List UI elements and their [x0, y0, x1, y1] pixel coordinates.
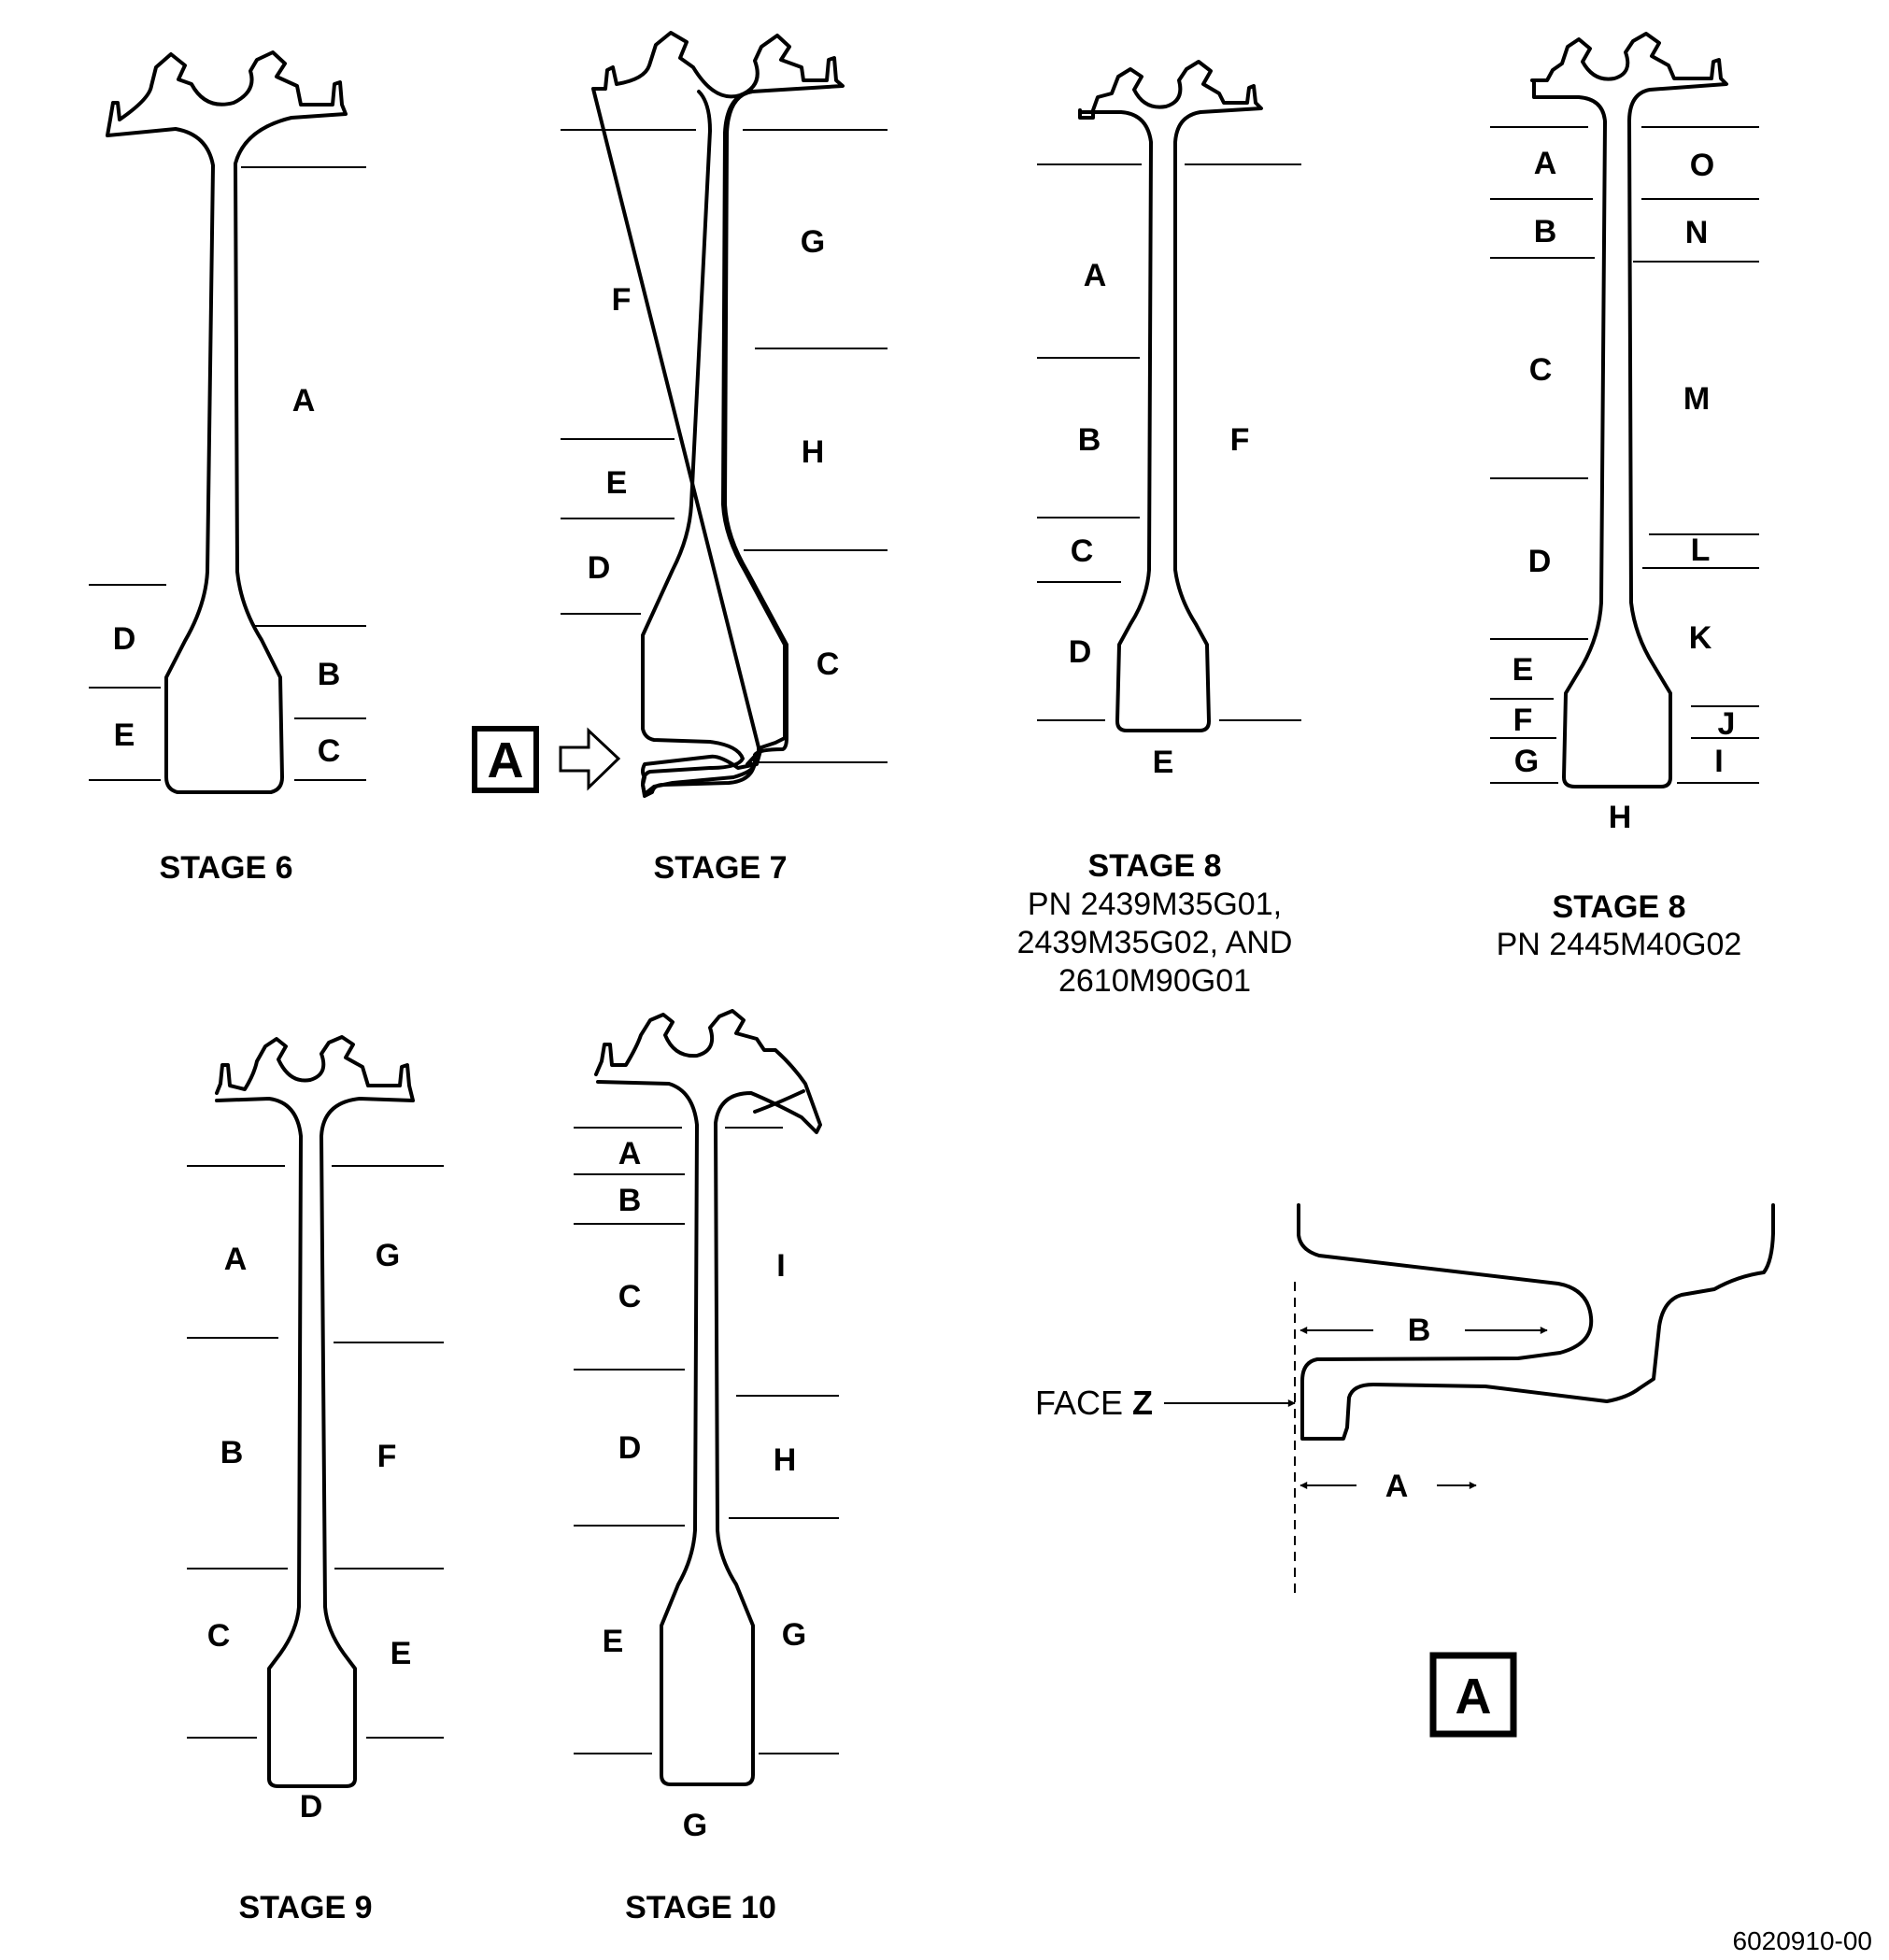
- stage-8b-zone-label: G: [1514, 744, 1539, 779]
- stage-8a-disk-outline: [1078, 60, 1263, 732]
- stage-6-zone-label: E: [114, 717, 135, 753]
- stage-9-zone-label: F: [377, 1439, 397, 1474]
- stage-9-figure: A G B F C E D STAGE 9: [187, 1035, 444, 1925]
- face-z-label: FACE Z: [1035, 1384, 1153, 1422]
- stage-8b-zone-label: D: [1528, 544, 1552, 579]
- stage-10-zone-label: A: [618, 1136, 642, 1172]
- stage-8b-title: STAGE 8: [1553, 889, 1686, 925]
- detail-callout-arrow: [559, 727, 621, 791]
- stage-8b-zone-label: A: [1534, 146, 1557, 181]
- stage-10-zone-label: H: [774, 1442, 797, 1478]
- detail-a-outline: [1297, 1203, 1775, 1441]
- figure-number: 6020910-00: [1733, 1926, 1872, 1955]
- stage-7-zone-label: F: [612, 282, 632, 318]
- stage-9-zone-label: A: [224, 1242, 248, 1277]
- stage-8a-zone-label: E: [1153, 745, 1174, 780]
- stage-10-zone-label: E: [603, 1624, 624, 1659]
- detail-callout-box: [472, 726, 539, 793]
- stage-6-disk-outline: [106, 50, 348, 794]
- stage-7-title: STAGE 7: [654, 850, 788, 886]
- stage-6-zone-label: D: [113, 621, 136, 657]
- stage-8b-figure: A O B N C M D L K E F J G I H STAGE 8 PN…: [1490, 32, 1759, 962]
- face-label-text: FACE: [1035, 1384, 1123, 1422]
- stage-8b-zone-label: M: [1683, 381, 1710, 417]
- stage-6-figure: A D B E C STAGE 6: [89, 50, 366, 886]
- stage-8a-zone-label: F: [1230, 422, 1250, 458]
- detail-a-box: [1429, 1652, 1517, 1738]
- stage-6-title: STAGE 6: [160, 850, 293, 886]
- stage-8a-zone-label: B: [1078, 422, 1101, 458]
- stage-7-zone-label: G: [801, 224, 825, 260]
- stage-10-title: STAGE 10: [625, 1890, 776, 1925]
- stage-8b-zone-label: O: [1690, 148, 1714, 183]
- stage-8b-zone-label: I: [1714, 744, 1723, 779]
- dimension-b-label: B: [1408, 1313, 1431, 1348]
- stage-10-disk-outline: [594, 1009, 822, 1786]
- stage-8a-zone-label: D: [1069, 634, 1092, 670]
- stage-9-zone-label: C: [207, 1618, 231, 1654]
- detail-a-figure: B A FACE Z A: [1035, 1203, 1775, 1738]
- stage-9-zone-label: D: [300, 1789, 323, 1825]
- stage-9-disk-outline: [215, 1035, 415, 1788]
- stage-8b-zone-label: K: [1689, 620, 1712, 656]
- face-letter-text: Z: [1132, 1384, 1153, 1422]
- detail-a-box-label: A: [1456, 1669, 1492, 1725]
- stage-10-figure: A B C I D H E G G STAGE 10: [574, 1009, 839, 1925]
- stage-8a-zone-label: A: [1084, 258, 1107, 293]
- stage-7-disk-body: [641, 90, 788, 798]
- stage-8a-zone-label: C: [1071, 533, 1094, 569]
- stage-6-zone-label: C: [318, 733, 341, 769]
- stage-10-zone-label: G: [683, 1808, 707, 1843]
- stage-7-zone-label: E: [606, 465, 628, 501]
- stage-8a-title: STAGE 8: [1088, 848, 1222, 884]
- stage-10-zone-label: C: [618, 1279, 642, 1314]
- stage-9-zone-label: B: [220, 1435, 244, 1470]
- stage-8a-figure: A B F C D E STAGE 8 PN 2439M35G01, 2439M…: [1017, 60, 1301, 999]
- stage-7-zone-label: C: [817, 646, 840, 682]
- stage-6-zone-label: B: [318, 657, 341, 692]
- stage-8b-zone-label: F: [1513, 703, 1533, 738]
- stage-8b-disk-outline: [1530, 32, 1728, 788]
- stage-9-title: STAGE 9: [239, 1890, 373, 1925]
- stage-7-figure: G F H E D C A STAGE 7: [472, 31, 888, 886]
- stage-9-zone-label: E: [391, 1636, 412, 1671]
- stage-10-zone-label: I: [776, 1248, 785, 1284]
- stage-7-disk-outline: [591, 31, 845, 796]
- stage-7-zone-label: D: [588, 550, 611, 586]
- stage-8a-subtitle-line: 2439M35G02, AND: [1017, 925, 1293, 960]
- stage-8b-subtitle-line: PN 2445M40G02: [1497, 927, 1742, 962]
- stage-9-zone-label: G: [376, 1238, 400, 1273]
- dimension-a-label: A: [1385, 1469, 1409, 1504]
- stage-7-zone-label: H: [802, 434, 825, 470]
- stage-8b-zone-label: N: [1685, 215, 1709, 250]
- stage-8a-subtitle-line: 2610M90G01: [1058, 963, 1251, 999]
- stage-8b-zone-label: B: [1534, 214, 1557, 249]
- stage-10-zone-label: D: [618, 1430, 642, 1466]
- stage-8b-zone-label: H: [1609, 800, 1632, 835]
- stage-8a-subtitle-line: PN 2439M35G01,: [1028, 887, 1282, 922]
- stage-8b-zone-label: L: [1691, 533, 1711, 568]
- detail-callout-label: A: [488, 732, 524, 788]
- stage-8b-zone-label: E: [1513, 652, 1534, 688]
- stage-6-zone-label: A: [292, 383, 316, 419]
- stage-10-zone-label: B: [618, 1183, 642, 1218]
- stage-8b-zone-label: J: [1718, 706, 1736, 742]
- stage-8b-zone-label: C: [1529, 352, 1553, 388]
- stage-10-zone-label: G: [782, 1617, 806, 1653]
